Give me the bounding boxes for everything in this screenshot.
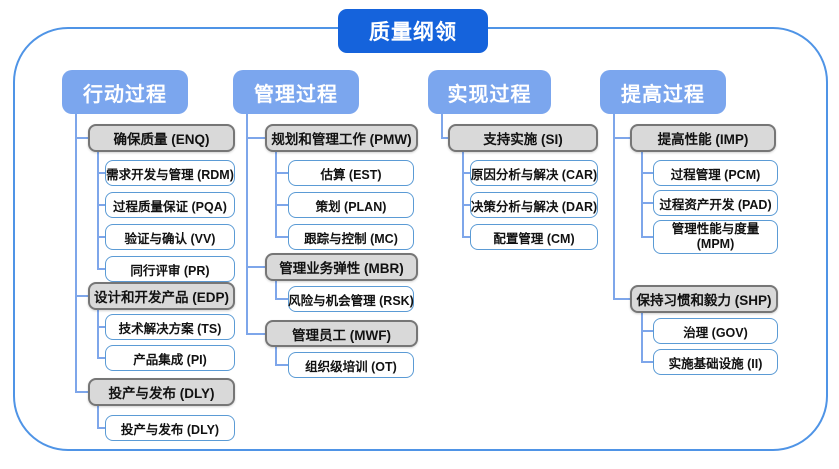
connector-line bbox=[246, 137, 265, 139]
connector-line bbox=[641, 236, 653, 238]
node-ot: 组织级培训 (OT) bbox=[288, 352, 414, 378]
connector-line bbox=[275, 347, 277, 366]
node-car: 原因分析与解决 (CAR) bbox=[470, 160, 598, 186]
node-gov: 治理 (GOV) bbox=[653, 318, 778, 344]
connector-line bbox=[275, 172, 288, 174]
connector-line bbox=[275, 281, 277, 299]
connector-line bbox=[97, 204, 105, 206]
connector-line bbox=[75, 295, 88, 297]
node-cm: 配置管理 (CM) bbox=[470, 224, 598, 250]
connector-line bbox=[97, 310, 99, 358]
node-imp: 提高性能 (IMP) bbox=[630, 124, 776, 152]
node-edp: 设计和开发产品 (EDP) bbox=[88, 282, 235, 310]
connector-line bbox=[97, 406, 99, 428]
connector-line bbox=[275, 364, 288, 366]
connector-line bbox=[275, 236, 288, 238]
connector-line bbox=[462, 172, 470, 174]
node-ii: 实施基础设施 (II) bbox=[653, 349, 778, 375]
header-realization-process: 实现过程 bbox=[428, 70, 551, 114]
connector-line bbox=[641, 152, 643, 238]
node-shp: 保持习惯和毅力 (SHP) bbox=[630, 285, 778, 313]
connector-line bbox=[97, 326, 105, 328]
connector-line bbox=[613, 137, 630, 139]
node-dly-leaf: 投产与发布 (DLY) bbox=[105, 415, 235, 441]
connector-line bbox=[246, 266, 265, 268]
node-mpm: 管理性能与度量 (MPM) bbox=[653, 220, 778, 254]
connector-line bbox=[641, 313, 643, 362]
node-est: 估算 (EST) bbox=[288, 160, 414, 186]
node-rsk: 风险与机会管理 (RSK) bbox=[288, 286, 414, 312]
node-dly-group: 投产与发布 (DLY) bbox=[88, 378, 235, 406]
header-improvement-process: 提高过程 bbox=[600, 70, 726, 114]
node-si: 支持实施 (SI) bbox=[448, 124, 598, 152]
diagram-title: 质量纲领 bbox=[338, 9, 488, 53]
connector-line bbox=[641, 202, 653, 204]
node-pmw: 规划和管理工作 (PMW) bbox=[265, 124, 418, 152]
connector-line bbox=[441, 114, 443, 139]
node-vv: 验证与确认 (VV) bbox=[105, 224, 235, 250]
connector-line bbox=[97, 236, 105, 238]
connector-line bbox=[97, 357, 105, 359]
node-mbr: 管理业务弹性 (MBR) bbox=[265, 253, 418, 281]
header-action-process: 行动过程 bbox=[62, 70, 188, 114]
connector-line bbox=[462, 152, 464, 237]
node-dar: 决策分析与解决 (DAR) bbox=[470, 192, 598, 218]
connector-line bbox=[641, 330, 653, 332]
node-mwf: 管理员工 (MWF) bbox=[265, 320, 418, 347]
connector-line bbox=[462, 236, 470, 238]
connector-line bbox=[275, 152, 277, 237]
node-ts: 技术解决方案 (TS) bbox=[105, 314, 235, 340]
connector-line bbox=[246, 114, 248, 335]
connector-line bbox=[97, 268, 105, 270]
connector-line bbox=[462, 204, 470, 206]
connector-line bbox=[613, 298, 630, 300]
connector-line bbox=[641, 172, 653, 174]
connector-line bbox=[97, 152, 99, 270]
header-management-process: 管理过程 bbox=[233, 70, 359, 114]
connector-line bbox=[275, 298, 288, 300]
connector-line bbox=[75, 137, 88, 139]
connector-line bbox=[75, 114, 77, 392]
connector-line bbox=[97, 172, 105, 174]
connector-line bbox=[613, 114, 615, 300]
node-enq: 确保质量 (ENQ) bbox=[88, 124, 235, 152]
connector-line bbox=[97, 427, 105, 429]
node-pr: 同行评审 (PR) bbox=[105, 256, 235, 282]
node-pcm: 过程管理 (PCM) bbox=[653, 160, 778, 186]
connector-line bbox=[75, 391, 88, 393]
node-plan: 策划 (PLAN) bbox=[288, 192, 414, 218]
connector-line bbox=[246, 333, 265, 335]
node-pqa: 过程质量保证 (PQA) bbox=[105, 192, 235, 218]
node-mc: 跟踪与控制 (MC) bbox=[288, 224, 414, 250]
node-pi: 产品集成 (PI) bbox=[105, 345, 235, 371]
connector-line bbox=[641, 361, 653, 363]
node-pad: 过程资产开发 (PAD) bbox=[653, 190, 778, 216]
node-rdm: 需求开发与管理 (RDM) bbox=[105, 160, 235, 186]
connector-line bbox=[441, 137, 448, 139]
connector-line bbox=[275, 204, 288, 206]
